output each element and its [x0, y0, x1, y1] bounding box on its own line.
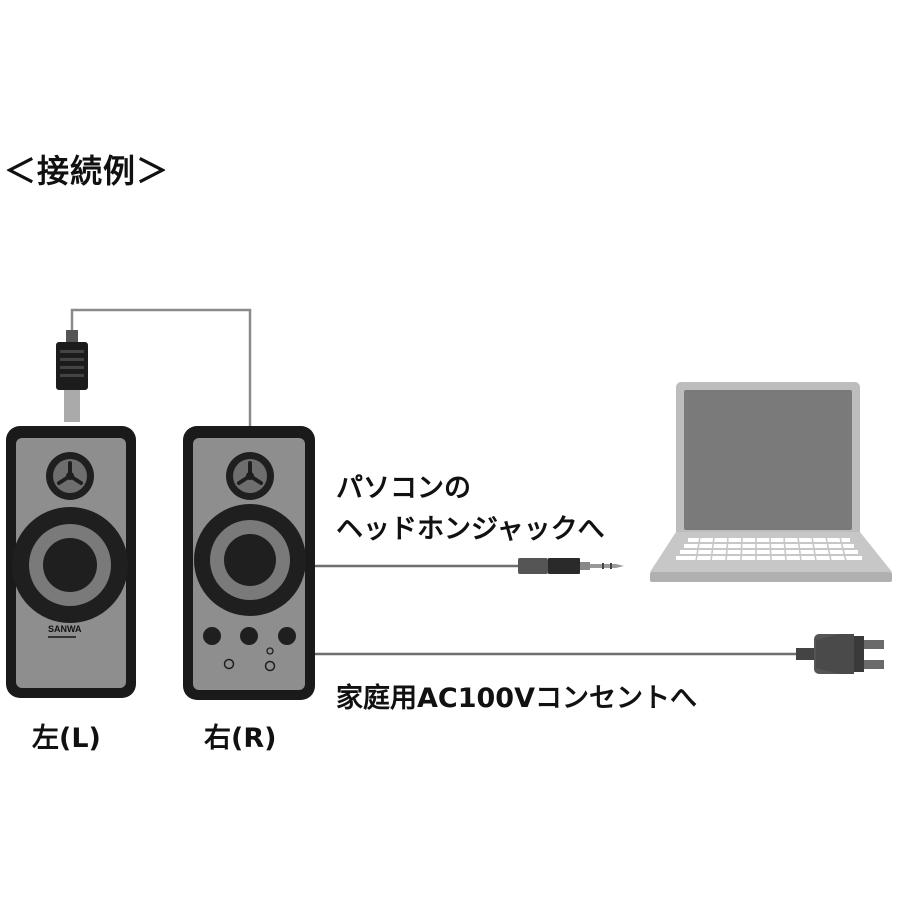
pc-jack-label-line2: ヘッドホンジャックへ	[336, 514, 605, 545]
power-led	[266, 647, 274, 655]
laptop-screen	[684, 390, 852, 530]
audio-plug	[518, 558, 624, 574]
headphone-jack	[223, 658, 235, 670]
speaker-link-cable	[70, 308, 252, 428]
brand-logo: SANWA	[48, 624, 82, 634]
left-speaker: SANWA	[6, 426, 136, 698]
power-plug	[796, 634, 884, 674]
aux-jack	[264, 660, 276, 672]
ac-outlet-label: 家庭用AC100Vコンセントへ	[336, 683, 697, 714]
laptop	[650, 382, 892, 582]
laptop-keyboard	[676, 538, 862, 560]
bass-knob	[240, 627, 258, 645]
right-speaker-label: 右(R)	[204, 723, 277, 754]
pc-jack-label-line1: パソコンの	[336, 473, 471, 504]
treble-knob	[278, 627, 296, 645]
volume-knob	[203, 627, 221, 645]
left-speaker-label: 左(L)	[32, 723, 101, 754]
right-speaker	[183, 426, 315, 700]
speaker-link-plug	[56, 330, 88, 422]
page-title: ＜接続例＞	[4, 152, 170, 190]
